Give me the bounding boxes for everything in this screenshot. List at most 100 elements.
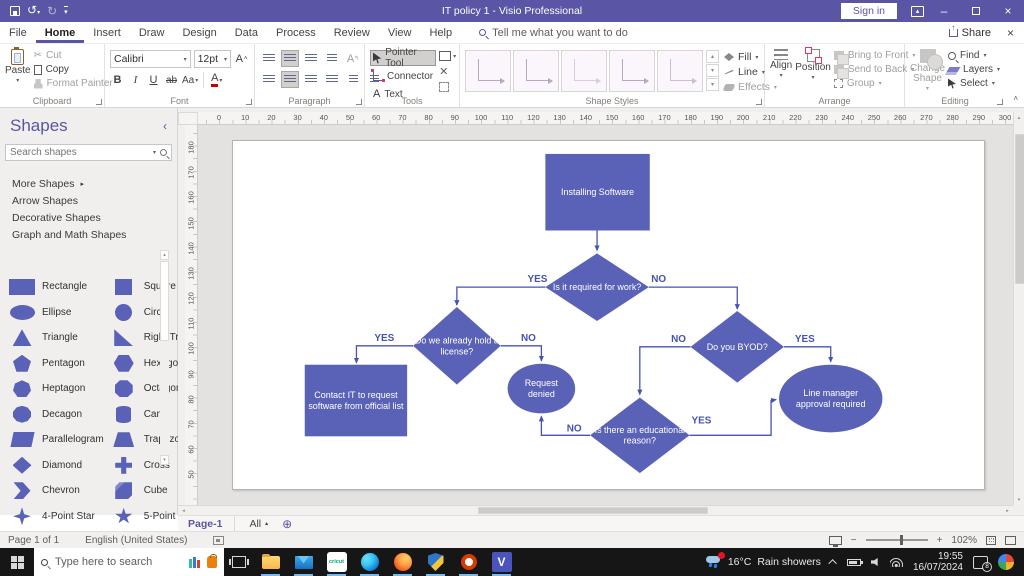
clock[interactable]: 19:55 16/07/2024 xyxy=(912,551,963,573)
copy-button[interactable]: Copy xyxy=(33,62,113,75)
undo-icon[interactable]: ↺▾ xyxy=(27,2,41,17)
connect-shapes-button[interactable] xyxy=(439,82,450,92)
file-explorer-icon[interactable] xyxy=(254,548,287,576)
connector[interactable] xyxy=(538,415,591,436)
decrease-indent-button[interactable] xyxy=(344,71,362,88)
clipboard-dialog-launcher-icon[interactable] xyxy=(96,99,102,105)
paragraph-dialog-launcher-icon[interactable] xyxy=(356,99,362,105)
increase-indent-button[interactable] xyxy=(365,71,383,88)
ribbon-display-options-icon[interactable]: ▴ xyxy=(911,5,924,17)
minimize-button[interactable]: – xyxy=(940,4,948,18)
paste-button[interactable]: Paste▾ xyxy=(5,47,31,84)
office-icon[interactable] xyxy=(452,548,485,576)
align-button[interactable]: Align▾ xyxy=(770,47,792,79)
tab-design[interactable]: Design xyxy=(182,26,217,39)
sign-in-button[interactable]: Sign in xyxy=(840,3,897,19)
font-size-select[interactable]: 12pt▾ xyxy=(193,50,231,68)
bullets-button[interactable] xyxy=(323,50,341,67)
node-manager[interactable] xyxy=(779,364,883,433)
node-denied[interactable] xyxy=(507,363,576,414)
connection-point-button[interactable]: ✕ xyxy=(439,66,449,78)
master-shape-pentagon[interactable]: Pentagon xyxy=(2,354,104,372)
layers-button[interactable]: Layers▾ xyxy=(946,64,1000,75)
scroll-left-icon[interactable]: ◂ xyxy=(182,508,185,514)
customize-toolbar-icon[interactable]: ▾ xyxy=(64,6,68,16)
scroll-down-icon[interactable]: ▾ xyxy=(160,455,169,465)
cricut-icon[interactable]: cricut xyxy=(320,548,353,576)
switch-windows-icon[interactable] xyxy=(1003,533,1016,545)
shape-search-box[interactable]: ▾ xyxy=(5,144,172,161)
node-installing[interactable] xyxy=(545,153,650,231)
connector[interactable] xyxy=(783,346,834,363)
zoom-in-button[interactable]: + xyxy=(936,534,943,546)
shape-styles-dialog-launcher-icon[interactable] xyxy=(756,99,762,105)
send-to-back-button[interactable]: Send to Back▾ xyxy=(833,64,916,79)
editing-dialog-launcher-icon[interactable] xyxy=(997,99,1003,105)
start-button[interactable] xyxy=(0,548,34,576)
tell-me-search[interactable]: Tell me what you want to do xyxy=(479,27,628,39)
edge-icon[interactable] xyxy=(353,548,386,576)
stencil-graph-and-math-shapes[interactable]: Graph and Math Shapes xyxy=(12,228,127,241)
select-button[interactable]: Select▾ xyxy=(948,78,1000,89)
style-gallery-up-icon[interactable]: ▴ xyxy=(706,50,719,63)
panel-scrollbar[interactable]: ▴ ▾ xyxy=(160,250,169,465)
tab-draw[interactable]: Draw xyxy=(138,26,165,39)
node-required[interactable] xyxy=(545,253,649,321)
position-button[interactable]: Position▾ xyxy=(795,47,831,81)
zoom-slider-thumb[interactable] xyxy=(899,535,903,545)
justify-button[interactable] xyxy=(323,71,341,88)
weather-widget[interactable]: 16°C Rain showers xyxy=(705,552,821,569)
master-shape-right-triangle[interactable]: Right Triangle xyxy=(104,329,205,347)
horizontal-scroll-thumb[interactable] xyxy=(478,507,708,514)
grow-font-button[interactable]: A˄ xyxy=(235,53,248,65)
visio-icon[interactable]: V xyxy=(485,548,518,576)
network-icon[interactable] xyxy=(889,557,903,567)
node-contact[interactable] xyxy=(304,364,408,437)
tab-view[interactable]: View xyxy=(387,26,412,39)
group-button[interactable]: Group▾ xyxy=(833,78,916,89)
scroll-up-icon[interactable]: ▴ xyxy=(160,250,169,260)
change-case-button[interactable]: Aa▾ xyxy=(182,74,199,86)
find-button[interactable]: Find▾ xyxy=(948,50,1000,61)
effects-button[interactable]: Effects▾ xyxy=(722,81,777,93)
font-dialog-launcher-icon[interactable] xyxy=(246,99,252,105)
font-family-select[interactable]: Calibri▾ xyxy=(110,50,191,68)
underline-button[interactable]: U xyxy=(149,74,158,86)
defender-icon[interactable] xyxy=(419,548,452,576)
cut-button[interactable]: ✂Cut xyxy=(33,50,62,61)
master-shape-can[interactable]: Can xyxy=(104,405,206,423)
page-tab[interactable]: Page-1 xyxy=(188,516,236,531)
connector-tool-button[interactable]: Connector xyxy=(370,68,436,84)
presentation-mode-icon[interactable] xyxy=(828,535,842,547)
align-left-button[interactable] xyxy=(260,71,278,88)
share-button[interactable]: Share xyxy=(948,23,991,39)
strikethrough-button[interactable]: ab xyxy=(165,74,178,86)
scroll-up-icon[interactable]: ▴ xyxy=(1017,114,1021,121)
fit-page-icon[interactable] xyxy=(986,535,996,545)
search-options-icon[interactable]: ▾ xyxy=(152,150,156,156)
macro-icon[interactable] xyxy=(213,535,225,545)
style-gallery-more-icon[interactable]: ▾ xyxy=(706,78,719,91)
italic-button[interactable]: I xyxy=(133,74,138,86)
master-shape-parallelogram[interactable]: Parallelogram xyxy=(2,432,104,448)
show-hidden-icons-icon[interactable] xyxy=(828,559,837,568)
connector[interactable] xyxy=(689,397,778,436)
master-shape-cube[interactable]: Cube xyxy=(104,482,206,500)
save-icon[interactable] xyxy=(10,6,20,16)
zoom-out-button[interactable]: − xyxy=(850,534,857,546)
tab-home[interactable]: Home xyxy=(36,22,85,43)
collapse-panel-icon[interactable]: ‹ xyxy=(163,119,167,133)
shape-search-input[interactable] xyxy=(10,147,149,158)
horizontal-scrollbar[interactable]: ◂ ▸ xyxy=(178,505,1013,515)
connector[interactable] xyxy=(500,345,544,362)
master-shape-triangle[interactable]: Triangle xyxy=(2,329,104,347)
align-center-button[interactable] xyxy=(281,71,299,88)
language-status[interactable]: English (United States) xyxy=(85,534,188,546)
firefox-icon[interactable] xyxy=(386,548,419,576)
align-top-button[interactable] xyxy=(260,50,278,67)
align-right-button[interactable] xyxy=(302,71,320,88)
tab-file[interactable]: File xyxy=(9,26,27,39)
master-shape-rectangle[interactable]: Rectangle xyxy=(2,278,104,295)
